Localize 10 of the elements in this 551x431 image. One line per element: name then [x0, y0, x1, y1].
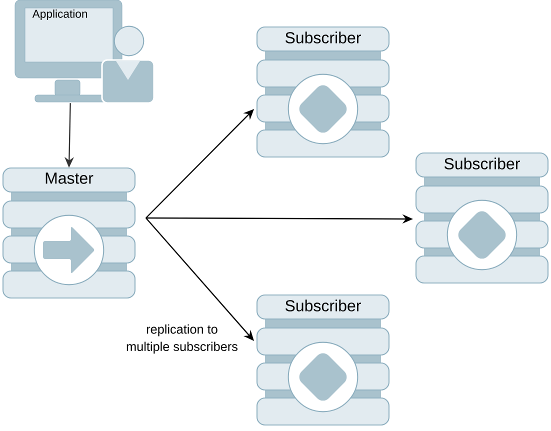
- node-label: Subscriber: [285, 300, 361, 312]
- node-label: Subscriber: [444, 158, 520, 170]
- node-label: Master: [46, 172, 94, 184]
- database-stack: Subscriber: [256, 26, 390, 158]
- database-stack: Subscriber: [415, 152, 549, 284]
- node-label: Subscriber: [285, 32, 361, 44]
- label-text: Application: [32, 10, 88, 20]
- master-database-stack: Master: [2, 167, 136, 299]
- note-text: replication to multiple subscribers: [126, 324, 238, 354]
- database-stack: Subscriber: [256, 294, 390, 426]
